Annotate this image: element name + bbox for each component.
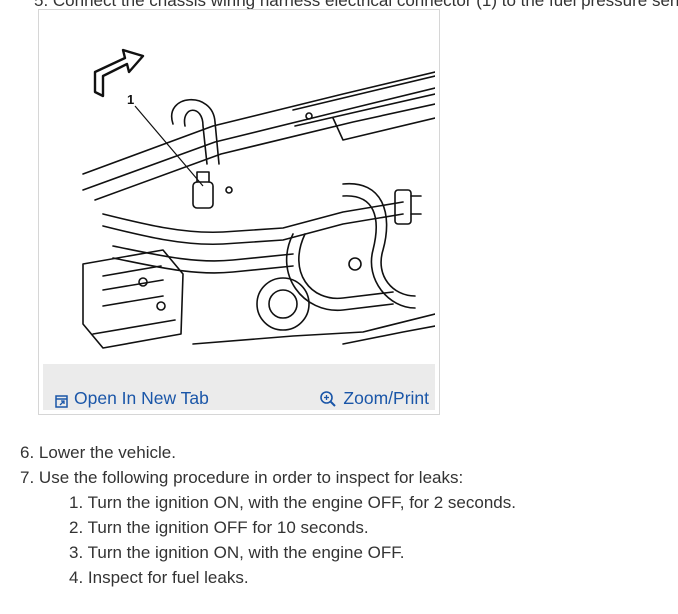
substep-3: 3. Turn the ignition ON, with the engine… xyxy=(20,540,516,565)
module-block xyxy=(82,249,184,349)
substep-text: Inspect for fuel leaks. xyxy=(87,568,249,587)
procedure-steps: 6. Lower the vehicle. 7. Use the followi… xyxy=(20,440,516,590)
hose-top-loop xyxy=(170,98,220,165)
right-hose xyxy=(342,183,416,297)
step-6: 6. Lower the vehicle. xyxy=(20,440,516,465)
zoom-print-label: Zoom/Print xyxy=(343,388,429,408)
crossmember xyxy=(292,75,435,141)
figure-panel: 1 Open In New Tab Zoom/Pr xyxy=(43,14,435,410)
step-7: 7. Use the following procedure in order … xyxy=(20,465,516,490)
substep-text: Turn the ignition ON, with the engine OF… xyxy=(87,493,516,512)
open-in-new-tab-label: Open In New Tab xyxy=(74,388,209,408)
callout-leader xyxy=(134,105,204,187)
step-number: 6. xyxy=(20,443,35,462)
zoom-icon xyxy=(319,390,337,408)
substep-number: 1. xyxy=(69,493,84,512)
zoom-print-link[interactable]: Zoom/Print xyxy=(319,388,429,409)
fuel-line-1 xyxy=(102,201,404,234)
fuel-line-2 xyxy=(112,245,294,262)
substep-2: 2. Turn the ignition OFF for 10 seconds. xyxy=(20,515,516,540)
substep-number: 4. xyxy=(69,568,84,587)
substep-text: Turn the ignition ON, with the engine OF… xyxy=(87,543,405,562)
step-number: 7. xyxy=(20,468,35,487)
figure-container: 1 Open In New Tab Zoom/Pr xyxy=(38,9,440,415)
substep-1: 1. Turn the ignition ON, with the engine… xyxy=(20,490,516,515)
forward-arrow-icon xyxy=(93,48,145,98)
open-new-tab-icon xyxy=(55,392,68,408)
substep-text: Turn the ignition OFF for 10 seconds. xyxy=(87,518,369,537)
round-fitting xyxy=(256,277,310,331)
cut-off-step-heading: 5. Connect the chassis wiring harness el… xyxy=(34,0,678,10)
step-text: Lower the vehicle. xyxy=(38,443,176,462)
step-text: Use the following procedure in order to … xyxy=(38,468,464,487)
substep-4: 4. Inspect for fuel leaks. xyxy=(20,565,516,590)
open-in-new-tab-link[interactable]: Open In New Tab xyxy=(55,388,209,409)
frame-rail-upper xyxy=(82,71,435,175)
substep-number: 3. xyxy=(69,543,84,562)
substep-number: 2. xyxy=(69,518,84,537)
lower-hose xyxy=(285,233,394,311)
fuel-line-diagram[interactable]: 1 xyxy=(43,14,435,364)
pressure-sensor xyxy=(394,189,412,225)
electrical-connector xyxy=(192,181,214,209)
callout-label: 1 xyxy=(127,92,134,107)
